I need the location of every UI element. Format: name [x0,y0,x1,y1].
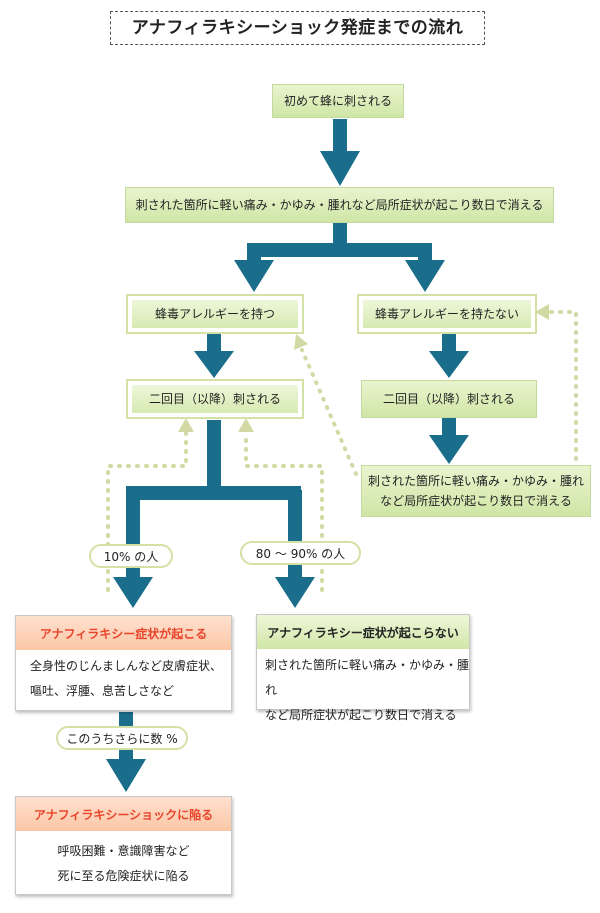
label-eighty-ninety-percent: 80 ～ 90% の人 [240,541,361,565]
dotted-return-diagonal [300,348,358,476]
node-second-sting-left: 二回目（以降）刺される [126,379,304,419]
card-anaphylaxis-not-occur: アナフィラキシー症状が起こらない 刺された箇所に軽い痛み・かゆみ・腫れ など局所… [256,614,470,722]
node-second-sting-left-label: 二回目（以降）刺される [132,385,298,413]
branch-right-head [405,260,445,292]
arrow-shaft [442,418,456,438]
node-second-sting-right: 二回目（以降）刺される [361,380,537,418]
dotted-return-left [106,430,188,592]
arrow-head [194,351,234,378]
split-bar [126,486,301,500]
card-head: アナフィラキシーショックに陥る [16,797,231,831]
branch-left-shaft [247,250,261,262]
label-ten-percent: 10% の人 [89,544,173,568]
page-title: アナフィラキシーショック発症までの流れ [110,11,485,45]
node-allergy-no-label: 蜂毒アレルギーを持たない [363,300,531,328]
card-line: 呼吸困難・意識障害など [57,844,190,858]
arrow-shaft [442,334,456,354]
branch-right-shaft [418,250,432,262]
node-allergy-yes: 蜂毒アレルギーを持つ [126,294,304,334]
arrow-shaft [207,334,221,354]
node-allergy-no: 蜂毒アレルギーを持たない [357,294,537,334]
branch-stem [333,223,347,247]
node-line: 刺された箇所に軽い痛み・かゆみ・腫れ [367,474,584,488]
card-line: 全身性のじんましんなど皮膚症状、 [30,659,223,673]
arrow-head [429,351,469,378]
arrow-head [429,435,469,464]
node-local-symptoms-right: 刺された箇所に軽い痛み・かゆみ・腫れ など局所症状が起こり数日で消える [361,465,591,517]
split-stem [207,420,221,492]
dotted-arrowhead [178,418,194,432]
split-right-shaft [288,490,302,580]
card-anaphylaxis-occurs: アナフィラキシー症状が起こる 全身性のじんましんなど皮膚症状、 嘔吐、浮腫、息苦… [15,615,232,711]
card-line: 死に至る危険症状に陥る [57,869,190,883]
arrow-head [320,151,360,186]
label-several-percent: このうちさらに数 % [56,726,188,750]
node-line: など局所症状が起こり数日で消える [380,494,572,508]
dotted-return-right [545,310,578,470]
dotted-arrowhead [535,304,549,320]
branch-left-head [234,260,274,292]
split-right-head [275,577,315,608]
node-first-sting: 初めて蜂に刺される [272,84,404,118]
card-head: アナフィラキシー症状が起こる [16,616,231,650]
branch-bar [247,243,432,257]
card-head: アナフィラキシー症状が起こらない [257,615,469,649]
dotted-arrowhead [294,334,308,350]
node-local-symptoms: 刺された箇所に軽い痛み・かゆみ・腫れなど局所症状が起こり数日で消える [125,187,554,223]
dotted-return-mid [244,430,324,592]
card-line: 嘔吐、浮腫、息苦しさなど [30,684,175,698]
arrow-head [106,759,146,792]
dotted-arrowhead [238,418,254,432]
card-anaphylactic-shock: アナフィラキシーショックに陥る 呼吸困難・意識障害など 死に至る危険症状に陥る [15,796,232,895]
card-line: 刺された箇所に軽い痛み・かゆみ・腫れ [265,658,470,697]
card-line: など局所症状が起こり数日で消える [265,708,457,722]
node-allergy-yes-label: 蜂毒アレルギーを持つ [132,300,298,328]
split-left-head [113,577,153,608]
arrow-shaft [333,119,347,153]
